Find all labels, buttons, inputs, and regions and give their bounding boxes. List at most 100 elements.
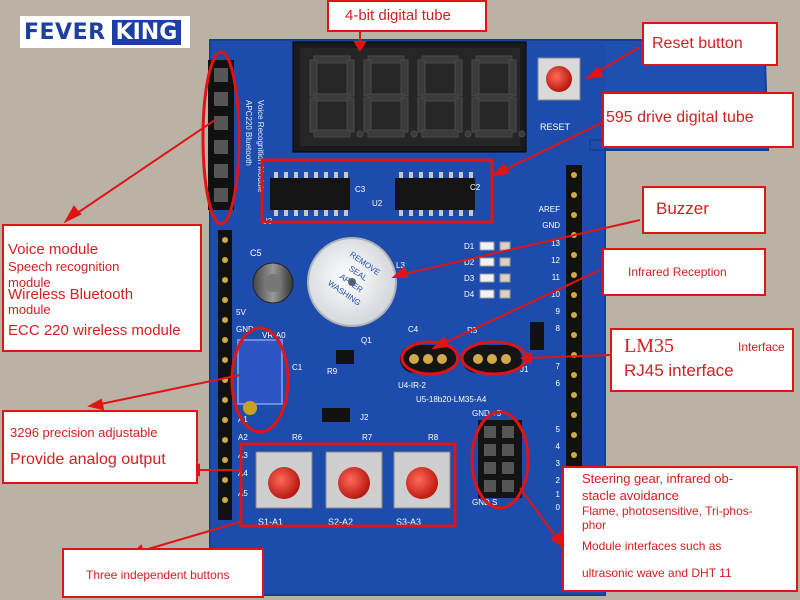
label-steer2: stacle avoidance (582, 488, 679, 503)
highlight-module-header (201, 50, 241, 226)
label-steer1: Steering gear, infrared ob- (582, 471, 734, 486)
label-rj45: RJ45 interface (624, 361, 734, 380)
silk-module: APC220 Bluetooth (244, 100, 253, 166)
label-box-precision (2, 410, 198, 484)
button-s1 (255, 451, 313, 509)
silk-d2: D2 (464, 258, 475, 267)
silk-q1: Q1 (361, 336, 372, 345)
highlight-buttons (239, 442, 457, 528)
silk-d1: D1 (464, 242, 475, 251)
silk-r7: R7 (362, 433, 373, 442)
label-box-infrared (602, 248, 766, 296)
label-interface: Interface (738, 340, 785, 354)
module-header-pins (214, 68, 228, 202)
silk-d4: D4 (464, 290, 475, 299)
highlight-sensor-left (400, 340, 460, 376)
label-box-buttons (62, 548, 264, 598)
potentiometer-screw (243, 401, 257, 415)
module-header (208, 60, 234, 210)
silk-j2: J2 (360, 413, 369, 422)
jumper-j2 (322, 408, 350, 422)
label-steer3: Flame, photosensitive, Tri-phos- (582, 504, 753, 518)
feverking-logo: FEVER KING (20, 16, 190, 48)
label-box-tube (327, 0, 487, 32)
highlight-ics (260, 158, 494, 224)
label-box-buzzer (642, 186, 766, 234)
ic-pins (274, 172, 473, 216)
silk-gnd: GND (542, 221, 560, 230)
silk-p2: 2 (556, 476, 561, 485)
label-modint2: ultrasonic wave and DHT 11 (582, 566, 732, 580)
silk-a2: A2 (238, 433, 248, 442)
left-header (218, 230, 232, 520)
silk-p9: 9 (556, 307, 561, 316)
label-lm35: LM35 (624, 335, 674, 357)
silk-p12: 12 (551, 256, 560, 265)
label-box-drive (602, 92, 794, 148)
label-precision: 3296 precision adjustable (10, 425, 158, 440)
silk-u2: U2 (372, 199, 383, 208)
potentiometer (237, 339, 283, 405)
silk-c3: C3 (355, 185, 366, 194)
reset-switch-cap (546, 66, 572, 92)
ic-u3 (270, 178, 350, 210)
silk-r8: R8 (428, 433, 439, 442)
label-infrared: Infrared Reception (628, 265, 727, 279)
label-buzzer: Buzzer (656, 199, 709, 218)
logo-part1: FEVER (24, 19, 106, 45)
ic-u2-chip (395, 178, 475, 210)
right-header-pins (571, 172, 577, 498)
buzzer-hole (348, 278, 356, 286)
label-box-reset (642, 22, 778, 66)
silk-a4: A4 (238, 469, 248, 478)
silk-p1: 1 (556, 490, 561, 499)
highlight-header-grid (470, 410, 530, 510)
silk-c2: C2 (470, 183, 481, 192)
silk-gnd5: GND +5 (472, 409, 502, 418)
label-reset: Reset button (652, 35, 743, 52)
reset-silk: RESET (540, 122, 571, 132)
button-s2 (325, 451, 383, 509)
silk-d3: D3 (464, 274, 475, 283)
silk-l3: L3 (396, 261, 405, 270)
silk-p13: 13 (551, 239, 560, 248)
silk-u4: U4-IR-2 (398, 381, 427, 390)
silk-gnds: GND S (472, 498, 497, 507)
silk-gnd-left: GND (236, 325, 254, 334)
silk-c5: C5 (250, 248, 262, 258)
label-voice5: module (8, 302, 51, 317)
silk-r6: R6 (292, 433, 303, 442)
silk-c4: C4 (408, 325, 419, 334)
label-box-voice (2, 224, 202, 352)
label-voice1: Voice module (8, 241, 99, 258)
silk-p11: 11 (552, 273, 561, 282)
label-box-steer (562, 466, 798, 592)
logo-part2: KING (111, 19, 182, 45)
label-analog: Provide analog output (10, 451, 166, 468)
silk-r9: R9 (327, 367, 338, 376)
silk-aref: AREF (539, 205, 560, 214)
label-voice6: ECC 220 wireless module (8, 322, 181, 339)
label-box-lm35 (610, 328, 794, 392)
silk-j1: J1 (520, 365, 529, 374)
label-steer4: phor (582, 518, 607, 532)
transistor-q1 (336, 350, 354, 364)
left-header-pins (222, 237, 228, 503)
silk-s1: S1-A1 (258, 517, 283, 527)
silk-p5: 5 (556, 425, 561, 434)
silk-s3: S3-A3 (396, 517, 421, 527)
label-modint1: Module interfaces such as (582, 539, 722, 553)
sensor-sockets (400, 345, 522, 373)
highlight-potentiometer (230, 326, 290, 434)
silk-a3: A3 (238, 451, 248, 460)
silk-c1: C1 (292, 363, 303, 372)
digit-segments (309, 55, 526, 138)
silk-5v: 5V (236, 308, 246, 317)
button-s3 (393, 451, 451, 509)
silk-p4: 4 (556, 442, 561, 451)
silk-u5: U5-18b20-LM35-A4 (416, 395, 487, 404)
label-voice3: module (8, 275, 51, 290)
label-voice4: Wireless Bluetooth (8, 286, 134, 303)
label-voice2: Speech recognition (8, 259, 120, 274)
silk-p7: 7 (556, 362, 561, 371)
